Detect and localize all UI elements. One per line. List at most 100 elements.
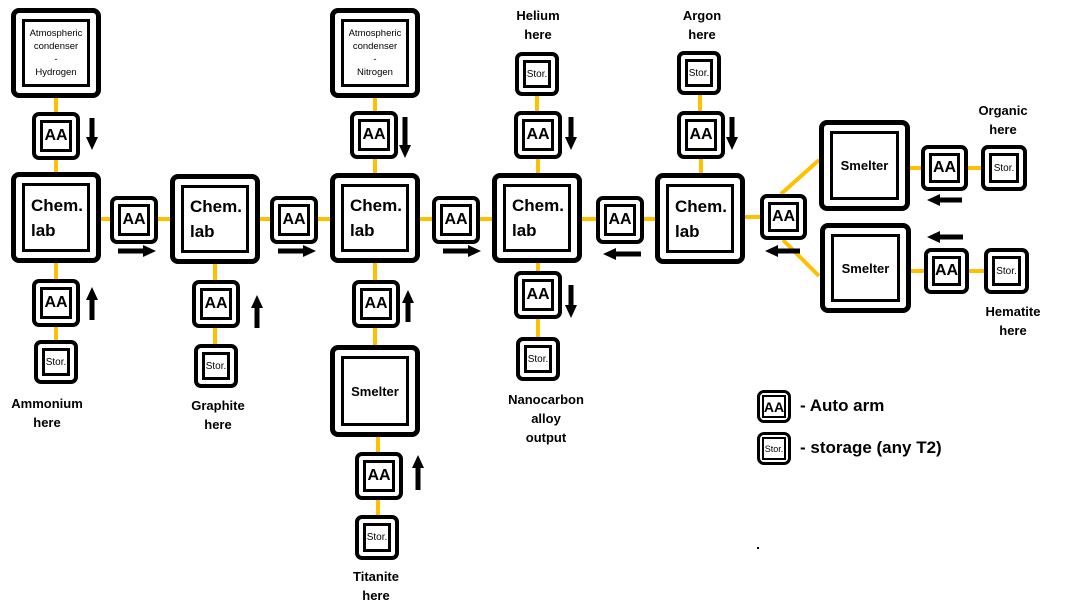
storage: Stor.: [516, 337, 560, 381]
auto-arm: AA: [924, 248, 969, 294]
flow-arrow-icon: [251, 295, 263, 328]
flow-arrow-icon: [399, 117, 411, 158]
flow-arrow-icon: [443, 245, 481, 257]
stray-dot: [757, 547, 759, 549]
node-label: Stor.: [685, 59, 713, 87]
chem-lab-3: Chem. lab: [330, 173, 420, 263]
node-label: AA: [768, 202, 799, 232]
storage: Stor.: [34, 340, 78, 384]
atmospheric-condenser-nitrogen: Atmospheric condenser - Nitrogen: [330, 8, 420, 98]
auto-arm: AA: [677, 111, 725, 159]
node-label: Stor.: [42, 348, 70, 376]
label-hematite: Hematite here: [985, 304, 1041, 338]
label-organic: Organic here: [978, 103, 1028, 137]
flow-arrow-icon: [565, 285, 577, 318]
storage: Stor.: [355, 515, 399, 560]
auto-arm: AA: [270, 196, 318, 244]
storage: Stor.: [194, 344, 238, 388]
smelter: Smelter: [330, 345, 420, 437]
auto-arm: AA: [110, 196, 158, 244]
node-label: Smelter: [830, 131, 899, 200]
chem-lab-5: Chem. lab: [655, 173, 745, 264]
legend-aa-text: - Auto arm: [800, 396, 885, 415]
chem-lab-1: Chem. lab: [11, 172, 101, 263]
node-label: AA: [358, 119, 390, 151]
auto-arm: AA: [596, 196, 644, 244]
node-label: AA: [278, 204, 310, 236]
smelter-organic: Smelter: [819, 120, 910, 211]
auto-arm: AA: [760, 194, 807, 240]
legend-stor-symbol: Stor.: [757, 432, 791, 465]
auto-arm: AA: [355, 452, 403, 500]
node-label: AA: [762, 395, 786, 418]
node-label: AA: [440, 204, 472, 236]
node-label: Stor.: [523, 60, 551, 88]
chem-lab-4: Chem. lab: [492, 173, 582, 263]
node-label: AA: [200, 288, 232, 320]
node-label: Chem. lab: [181, 185, 249, 253]
flow-arrow-icon: [402, 290, 414, 322]
connector-line: [779, 158, 821, 196]
legend-aa-symbol: AA: [757, 390, 791, 423]
label-titanite: Titanite here: [353, 569, 399, 603]
label-argon: Argon here: [682, 8, 722, 42]
node-label: Chem. lab: [666, 184, 734, 253]
auto-arm: AA: [32, 112, 80, 160]
node-label: AA: [929, 153, 960, 183]
auto-arm: AA: [192, 280, 240, 328]
auto-arm: AA: [514, 111, 562, 159]
auto-arm: AA: [32, 279, 80, 327]
flow-arrow-icon: [927, 231, 963, 243]
node-label: Atmospheric condenser - Nitrogen: [341, 19, 409, 87]
node-label: AA: [604, 204, 636, 236]
node-label: AA: [685, 119, 717, 151]
storage: Stor.: [677, 51, 721, 95]
flow-arrow-icon: [603, 248, 641, 260]
node-label: AA: [118, 204, 150, 236]
storage: Stor.: [515, 52, 559, 96]
flow-arrow-icon: [765, 245, 800, 257]
node-label: Stor.: [524, 345, 552, 373]
auto-arm: AA: [514, 271, 562, 319]
flow-arrow-icon: [726, 117, 738, 150]
node-label: Stor.: [363, 523, 391, 552]
node-label: Smelter: [341, 356, 409, 426]
flow-arrow-icon: [86, 287, 98, 320]
storage: Stor.: [984, 248, 1029, 294]
label-ammonium: Ammonium here: [11, 396, 83, 430]
auto-arm: AA: [352, 280, 400, 328]
flow-arrow-icon: [118, 245, 156, 257]
chem-lab-2: Chem. lab: [170, 174, 260, 264]
node-label: AA: [360, 288, 392, 320]
flow-arrow-icon: [565, 117, 577, 150]
legend-stor-text: - storage (any T2): [800, 438, 942, 457]
node-label: Smelter: [831, 234, 900, 302]
storage: Stor.: [981, 145, 1027, 191]
flow-arrow-icon: [927, 194, 962, 206]
atmospheric-condenser-hydrogen: Atmospheric condenser - Hydrogen: [11, 8, 101, 98]
node-label: Atmospheric condenser - Hydrogen: [22, 19, 90, 87]
flow-arrow-icon: [412, 455, 424, 490]
label-helium: Helium here: [516, 8, 560, 42]
node-label: Chem. lab: [503, 184, 571, 252]
auto-arm: AA: [350, 111, 398, 159]
node-label: Stor.: [992, 256, 1021, 286]
node-label: Stor.: [989, 153, 1019, 183]
auto-arm: AA: [432, 196, 480, 244]
node-label: Chem. lab: [341, 184, 409, 252]
smelter-hematite: Smelter: [820, 223, 911, 313]
node-label: AA: [522, 119, 554, 151]
auto-arm: AA: [921, 145, 968, 191]
flow-arrow-icon: [86, 118, 98, 150]
connector-line: [781, 238, 821, 278]
label-graphite: Graphite here: [191, 398, 245, 432]
node-label: AA: [40, 287, 72, 319]
node-label: AA: [363, 460, 395, 492]
node-label: AA: [40, 120, 72, 152]
node-label: Chem. lab: [22, 183, 90, 252]
node-label: Stor.: [762, 437, 786, 460]
label-nanocarbon-output: Nanocarbon alloy output: [508, 392, 584, 445]
node-label: AA: [522, 279, 554, 311]
